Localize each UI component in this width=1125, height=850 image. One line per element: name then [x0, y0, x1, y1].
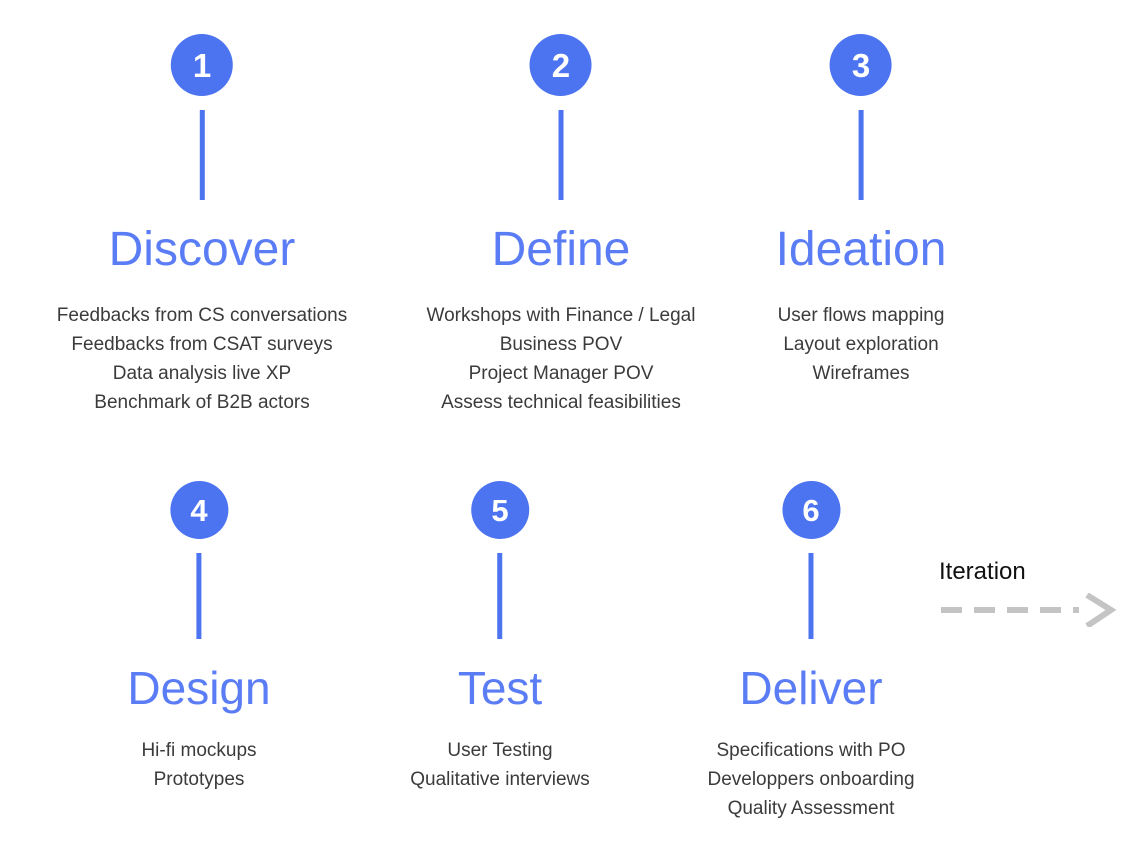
step-number-badge-5: 5 [471, 481, 529, 539]
step-title-2: Define [491, 223, 631, 276]
step-number-badge-3: 3 [830, 34, 892, 96]
step-connector-3 [858, 110, 864, 200]
step-item: Qualitative interviews [410, 768, 590, 790]
step-items-3: User flows mapping Layout exploration Wi… [778, 302, 945, 389]
step-connector-5 [497, 553, 503, 639]
process-step-4[interactable]: 4 Design Hi-fi mockups Prototypes [127, 481, 271, 795]
step-title-3: Ideation [775, 223, 947, 276]
step-title-6: Deliver [739, 662, 883, 714]
step-item: Specifications with PO [716, 740, 906, 761]
step-connector-1 [199, 110, 205, 200]
step-item: Prototypes [153, 768, 245, 790]
step-connector-6 [808, 553, 814, 639]
process-step-5[interactable]: 5 Test User Testing Qualitative intervie… [410, 481, 590, 795]
step-number-badge-1: 1 [171, 34, 233, 96]
step-title-5: Test [457, 662, 543, 714]
step-number-badge-4: 4 [169, 481, 228, 539]
step-title-1: Discover [108, 223, 296, 276]
step-items-1: Feedbacks from CS conversations Feedback… [57, 302, 347, 418]
process-step-1[interactable]: 1 Discover Feedbacks from CS conversatio… [57, 34, 347, 418]
step-item: Benchmark of B2B actors [94, 391, 310, 413]
step-item: Data analysis live XP [112, 362, 292, 384]
step-item: Assess technical feasibilities [441, 391, 681, 413]
step-item: Layout exploration [783, 333, 939, 355]
step-item: Feedbacks from CSAT surveys [71, 333, 333, 355]
step-item: User Testing [447, 740, 553, 761]
step-item: Quality Assessment [727, 797, 895, 819]
step-item: Wireframes [812, 362, 910, 384]
step-item: User flows mapping [777, 305, 945, 326]
process-step-6[interactable]: 6 Deliver Specifications with PO Develop… [707, 481, 915, 824]
step-connector-4 [196, 553, 202, 639]
step-item: Project Manager POV [468, 362, 654, 384]
step-item: Hi-fi mockups [141, 740, 257, 761]
step-number-badge-2: 2 [529, 34, 592, 96]
iteration-annotation: Iteration [939, 560, 1119, 627]
step-items-6: Specifications with PO Developpers onboa… [707, 737, 914, 824]
step-title-4: Design [127, 662, 271, 714]
dashed-arrow-right-icon [941, 593, 1117, 627]
step-items-4: Hi-fi mockups Prototypes [141, 737, 256, 795]
step-item: Feedbacks from CS conversations [56, 305, 348, 326]
step-item: Business POV [499, 333, 623, 355]
step-items-2: Workshops with Finance / Legal Business … [427, 302, 696, 418]
step-item: Developpers onboarding [707, 768, 915, 790]
iteration-label: Iteration [939, 558, 1026, 585]
step-item: Workshops with Finance / Legal [426, 305, 696, 326]
step-number-badge-6: 6 [781, 481, 840, 539]
step-connector-2 [558, 110, 564, 200]
process-step-3[interactable]: 3 Ideation User flows mapping Layout exp… [775, 34, 947, 389]
step-items-5: User Testing Qualitative interviews [410, 737, 590, 795]
process-step-2[interactable]: 2 Define Workshops with Finance / Legal … [427, 34, 696, 418]
